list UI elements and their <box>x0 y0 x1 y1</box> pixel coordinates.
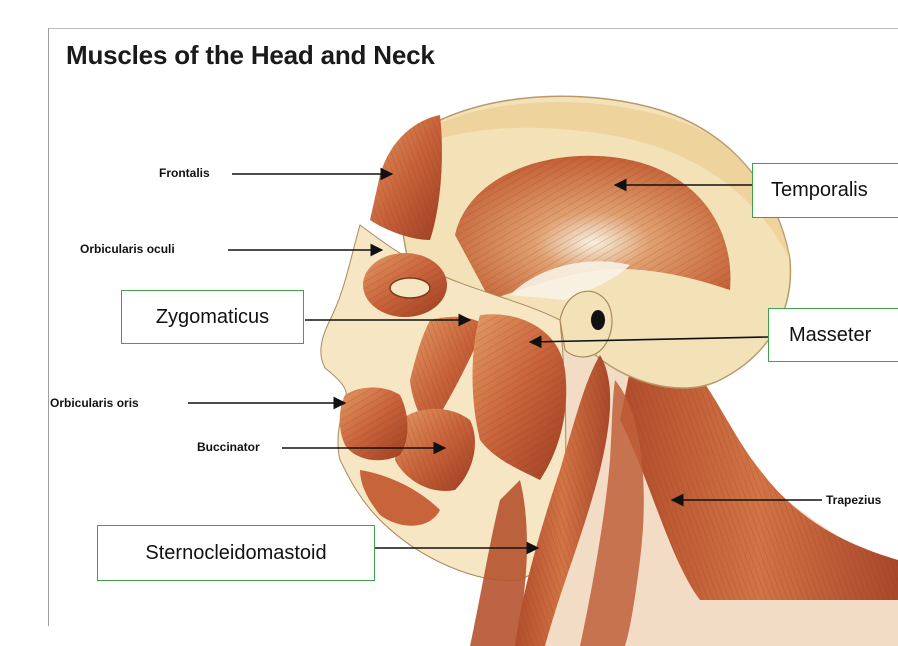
box-sternocleidomastoid: Sternocleidomastoid <box>97 525 375 581</box>
eye-opening <box>390 278 430 298</box>
label-frontalis: Frontalis <box>159 166 210 180</box>
label-trapezius: Trapezius <box>826 493 898 507</box>
box-temporalis-text: Temporalis <box>771 179 868 202</box>
box-temporalis: Temporalis <box>752 163 898 218</box>
label-orbicularis-oculi: Orbicularis oculi <box>80 242 175 256</box>
diagram-title: Muscles of the Head and Neck <box>66 40 435 71</box>
box-masseter-text: Masseter <box>789 324 871 347</box>
box-zygomaticus: Zygomaticus <box>121 290 304 344</box>
ear-canal <box>591 310 605 330</box>
box-masseter: Masseter <box>768 308 898 362</box>
label-buccinator: Buccinator <box>197 440 260 454</box>
label-orbicularis-oris: Orbicularis oris <box>50 396 139 410</box>
box-zygomaticus-text: Zygomaticus <box>156 306 269 329</box>
box-sternocleidomastoid-text: Sternocleidomastoid <box>145 542 326 565</box>
